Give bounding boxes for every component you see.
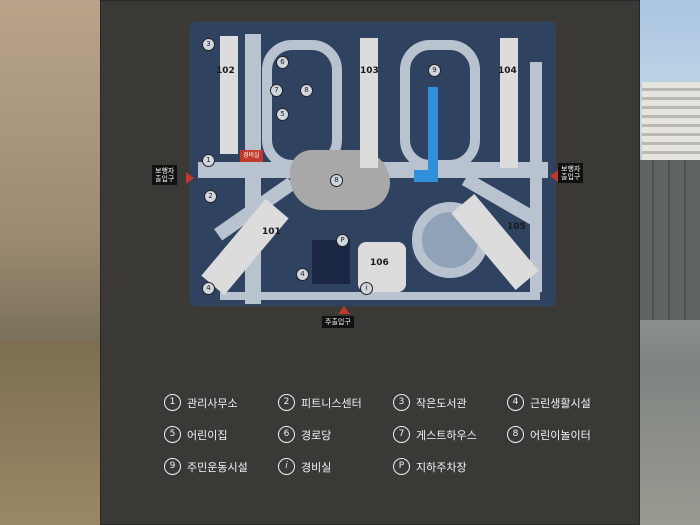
building-label-104: 104: [498, 66, 517, 76]
entrance-arrow-right-icon: [550, 170, 558, 182]
site-map: 102 103 104 101 105 106 3 1 2 4 4 5 6 7 …: [190, 22, 556, 306]
marker-4-west: 4: [202, 282, 215, 295]
marker-5: 5: [276, 108, 289, 121]
entrance-label-left: 보행자 출입구: [152, 165, 178, 185]
background-left-ground: [0, 340, 110, 525]
parking-structure: [312, 240, 350, 284]
background-apartment-building: [642, 82, 700, 162]
entrance-label-right: 보행자 출입구: [558, 163, 584, 183]
marker-9: 9: [428, 64, 441, 77]
road-loop-east: [400, 40, 480, 170]
sports-facility: [428, 87, 438, 182]
marker-parking: P: [336, 234, 349, 247]
marker-2: 2: [204, 190, 217, 203]
building-label-106: 106: [370, 258, 389, 268]
security-tag: 경비실: [240, 150, 263, 162]
road-south: [220, 292, 540, 300]
sports-facility-base: [414, 170, 434, 182]
marker-8-plaza: 8: [330, 174, 343, 187]
marker-1: 1: [202, 154, 215, 167]
marker-info: i: [360, 282, 373, 295]
building-104: [500, 38, 518, 168]
entrance-label-bottom: 주출입구: [322, 316, 354, 328]
building-103: [360, 38, 378, 168]
building-label-102: 102: [216, 66, 235, 76]
entrance-arrow-left-icon: [186, 172, 194, 184]
marker-3: 3: [202, 38, 215, 51]
marker-4-south: 4: [296, 268, 309, 281]
building-102: [220, 36, 238, 154]
road-east: [530, 62, 542, 292]
building-label-101: 101: [262, 227, 281, 237]
background-stone-wall: [638, 160, 700, 320]
building-label-105: 105: [507, 222, 526, 232]
marker-6: 6: [276, 56, 289, 69]
entrance-arrow-bottom-icon: [338, 306, 350, 314]
marker-7: 7: [270, 84, 283, 97]
marker-8-north: 8: [300, 84, 313, 97]
building-label-103: 103: [360, 66, 379, 76]
